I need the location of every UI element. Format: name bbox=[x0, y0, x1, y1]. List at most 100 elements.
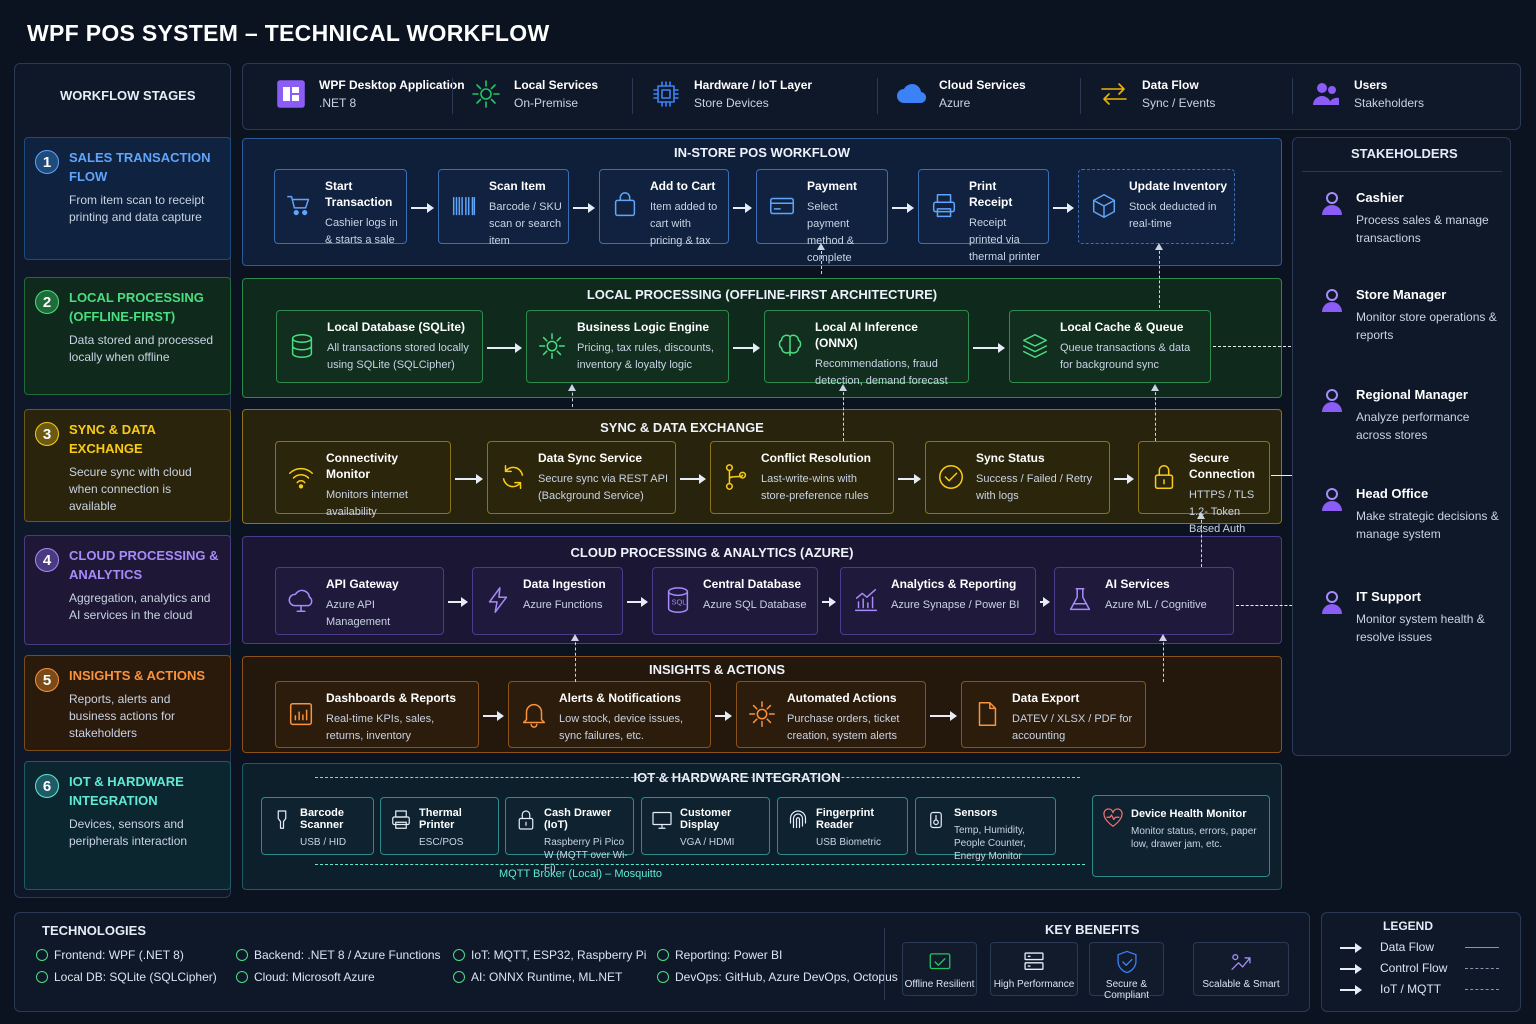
offline-icon bbox=[929, 953, 950, 970]
sync-icon bbox=[498, 462, 530, 494]
box-title: Start Transaction bbox=[325, 179, 393, 209]
technologies-title: TECHNOLOGIES bbox=[42, 923, 147, 938]
brain-icon bbox=[775, 331, 807, 363]
mqtt-bus-top bbox=[315, 777, 1080, 778]
box-description: Monitors internet availability bbox=[326, 489, 408, 518]
sql-database-icon: SQL bbox=[663, 585, 695, 617]
page-title: WPF POS SYSTEM – TECHNICAL WORKFLOW bbox=[27, 20, 550, 46]
box-description: Azure Synapse / Power BI bbox=[891, 599, 1020, 611]
stage-number: 6 bbox=[35, 774, 59, 798]
layers-icon bbox=[1020, 331, 1052, 363]
box-description: Recommendations, fraud detection, demand… bbox=[815, 358, 948, 387]
gear-icon bbox=[470, 78, 504, 112]
box-description: DATEV / XLSX / PDF for accounting bbox=[1012, 713, 1133, 742]
local-box-3[interactable]: Local AI Inference (ONNX)Recommendations… bbox=[764, 310, 969, 387]
stakeholder-desc: Monitor system health & resolve issues bbox=[1356, 612, 1485, 644]
server-icon bbox=[1024, 952, 1044, 970]
legend-divider bbox=[1080, 78, 1081, 114]
box-description: Last-write-wins with store-preference ru… bbox=[761, 473, 869, 502]
legend-item-app-window: WPF Desktop Application.NET 8 bbox=[275, 78, 465, 110]
box-title: Conflict Resolution bbox=[761, 451, 871, 465]
flow-arrow bbox=[715, 710, 732, 721]
box-description: Stock deducted in real-time bbox=[1129, 201, 1217, 230]
iot-device-3[interactable]: Cash Drawer (IoT)Raspberry Pi Pico W (MQ… bbox=[505, 797, 634, 874]
legend-divider bbox=[632, 78, 633, 114]
flow-arrow bbox=[1040, 597, 1050, 607]
flow-arrow bbox=[898, 473, 921, 484]
sensor-icon bbox=[924, 808, 948, 838]
monitor-icon bbox=[650, 808, 674, 838]
box-title: Alerts & Notifications bbox=[559, 691, 682, 705]
box-title: Local Database (SQLite) bbox=[327, 320, 466, 334]
bell-icon bbox=[519, 699, 551, 731]
iot-device-desc: Temp, Humidity, People Counter, Energy M… bbox=[954, 825, 1026, 862]
box-title: Analytics & Reporting bbox=[891, 577, 1017, 591]
stakeholder-arrow bbox=[1213, 343, 1303, 353]
box-title: Secure Connection bbox=[1189, 451, 1255, 481]
legend-divider bbox=[1292, 78, 1293, 114]
box-title: Print Receipt bbox=[969, 179, 1013, 209]
data-flow-arrow bbox=[568, 384, 576, 407]
legend-item-title: WPF Desktop Application bbox=[319, 78, 465, 92]
box-description: Success / Failed / Retry with logs bbox=[976, 473, 1093, 502]
fingerprint-icon bbox=[786, 808, 810, 838]
legend-line-sample bbox=[1465, 989, 1499, 990]
box-description: Cashier logs in & starts a sale bbox=[325, 217, 398, 246]
box-description: Azure Functions bbox=[523, 599, 603, 611]
local-box-1[interactable]: Local Database (SQLite) All transactions … bbox=[276, 310, 483, 383]
technology-item: Local DB: SQLite (SQLCipher) bbox=[36, 970, 217, 984]
technology-item: IoT: MQTT, ESP32, Raspberry Pi bbox=[453, 948, 646, 962]
legend-arrow bbox=[1340, 985, 1362, 995]
legend-item-title: Data Flow bbox=[1142, 78, 1199, 92]
section-sync-title: SYNC & DATA EXCHANGE bbox=[600, 420, 764, 435]
app-window-icon bbox=[275, 78, 309, 112]
legend-item-desc: On-Premise bbox=[514, 96, 579, 110]
stakeholders-title: STAKEHOLDERS bbox=[1351, 146, 1458, 161]
legend-divider bbox=[877, 78, 878, 114]
stage-description: Secure sync with cloud when connection i… bbox=[69, 465, 192, 513]
benefit-4: Scalable & Smart bbox=[1193, 942, 1289, 996]
data-flow-arrow bbox=[1155, 243, 1163, 308]
stakeholder-desc: Make strategic decisions & manage system bbox=[1356, 509, 1499, 541]
iot-device-desc: Monitor status, errors, paper low, drawe… bbox=[1131, 826, 1257, 850]
iot-device-desc: ESC/POS bbox=[419, 837, 464, 848]
box-description: All transactions stored locally using SQ… bbox=[327, 342, 469, 371]
data-flow-arrow bbox=[1159, 634, 1167, 682]
barcode-icon bbox=[449, 191, 481, 223]
flow-arrow bbox=[733, 202, 752, 213]
flow-arrow bbox=[455, 473, 483, 484]
iot-device-title: Cash Drawer (IoT) bbox=[544, 807, 612, 831]
